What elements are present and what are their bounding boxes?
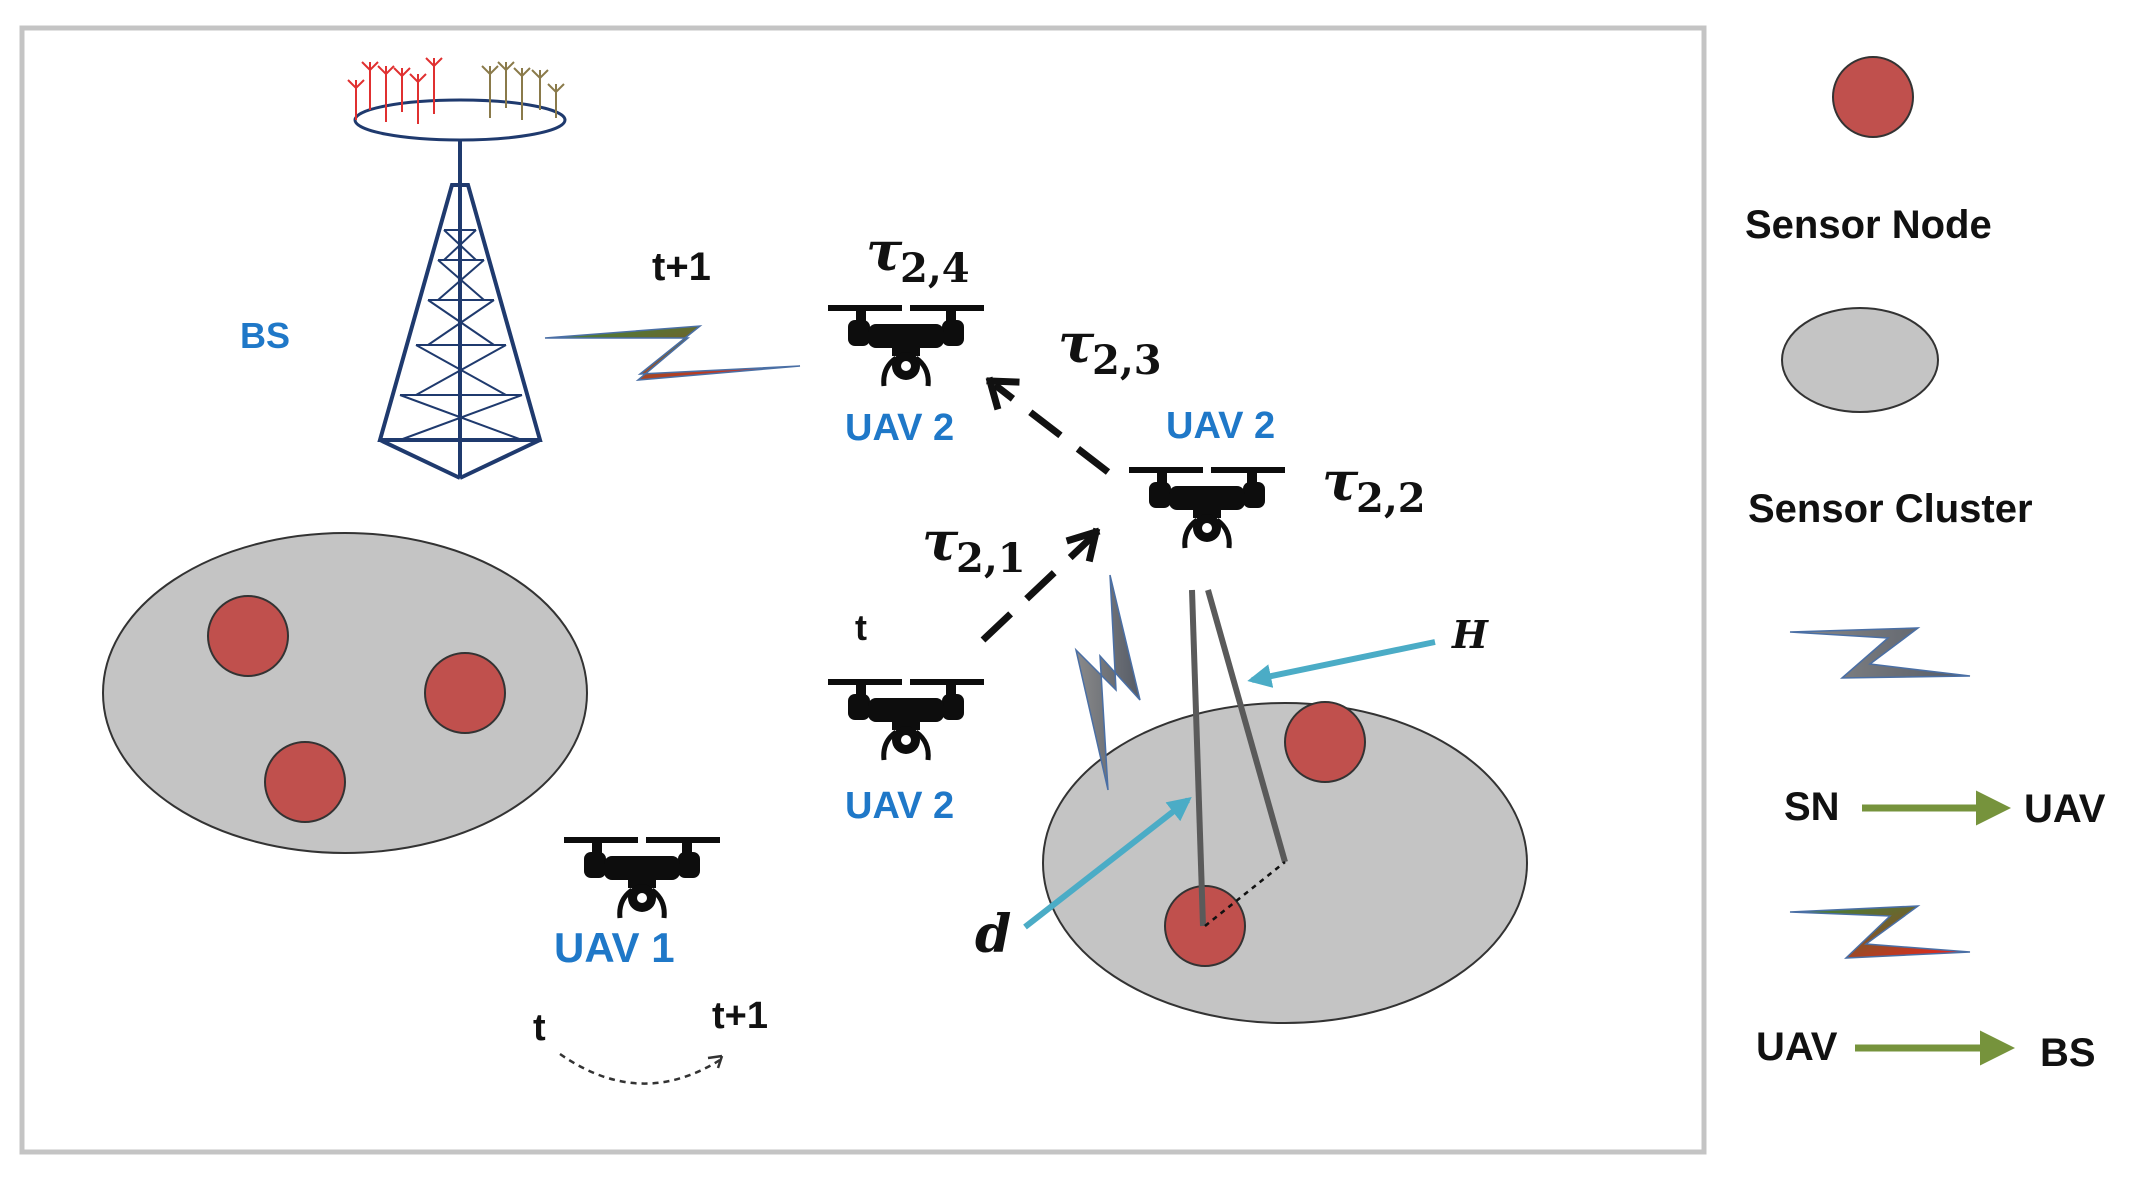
svg-text:τ: τ bbox=[922, 509, 959, 573]
uav2-t-label: UAV 2 bbox=[845, 785, 954, 827]
tau-22-label: τ 2,2 bbox=[1322, 449, 1426, 522]
legend-sensor-node-label: Sensor Node bbox=[1745, 203, 1992, 247]
sensor-node bbox=[264, 741, 346, 823]
svg-text:2,2: 2,2 bbox=[1356, 475, 1426, 522]
sensor-node bbox=[1284, 701, 1366, 783]
uav2-mid-label: UAV 2 bbox=[1166, 405, 1275, 447]
trajectory-arrow-1 bbox=[980, 533, 1096, 643]
legend: Sensor Node Sensor Cluster SN UAV UAV BS bbox=[1745, 56, 2106, 1075]
legend-sn-uav-bolt-icon bbox=[1789, 627, 1971, 679]
drone-icon bbox=[828, 680, 984, 760]
scene-frame bbox=[19, 25, 1707, 1155]
legend-bs-label: BS bbox=[2040, 1031, 2096, 1075]
legend-sensor-cluster-label: Sensor Cluster bbox=[1748, 487, 2033, 531]
svg-text:2,1: 2,1 bbox=[956, 535, 1026, 582]
legend-sensor-node-icon bbox=[1832, 56, 1914, 138]
drone-icon bbox=[564, 838, 720, 918]
timeline-arrowhead bbox=[707, 1054, 724, 1069]
height-line-left bbox=[1189, 589, 1206, 927]
uav-bs-link-bolt-icon bbox=[544, 325, 801, 381]
bs-label: BS bbox=[240, 315, 290, 356]
svg-text:τ: τ bbox=[866, 219, 903, 283]
sn-uav-link-bolt-icon bbox=[1074, 574, 1141, 791]
trajectory-arrowhead-1 bbox=[1065, 527, 1101, 563]
base-station-tower-icon bbox=[347, 57, 567, 480]
height-line-right bbox=[1205, 589, 1288, 863]
distance-label: d bbox=[975, 904, 1011, 965]
tau-23-label: τ 2,3 bbox=[1058, 311, 1162, 384]
sensor-cluster-left bbox=[102, 532, 588, 854]
distance-dotted-line bbox=[1204, 861, 1286, 927]
uav1-label: UAV 1 bbox=[554, 924, 675, 971]
svg-text:τ: τ bbox=[1322, 449, 1359, 513]
legend-sensor-cluster-icon bbox=[1781, 307, 1939, 413]
legend-uav-from-label: UAV bbox=[1756, 1025, 1838, 1069]
bs-link-time-label: t+1 bbox=[652, 245, 711, 289]
tau-21-label: τ 2,1 bbox=[922, 509, 1026, 582]
time-t-label: t bbox=[855, 607, 867, 648]
tau-24-label: τ 2,4 bbox=[866, 219, 970, 292]
sensor-node bbox=[207, 595, 289, 677]
legend-sn-label: SN bbox=[1784, 785, 1840, 829]
distance-pointer-arrow bbox=[1023, 797, 1192, 930]
svg-text:2,4: 2,4 bbox=[900, 245, 970, 292]
trajectory-arrowhead-2 bbox=[985, 376, 1020, 411]
timeline-end-label: t+1 bbox=[712, 995, 768, 1037]
trajectory-arrow-2 bbox=[992, 382, 1111, 475]
legend-uav-label: UAV bbox=[2024, 787, 2106, 831]
drone-icon bbox=[828, 306, 984, 386]
uav2-top-label: UAV 2 bbox=[845, 407, 954, 449]
sensor-node bbox=[424, 652, 506, 734]
height-pointer-arrow bbox=[1247, 639, 1436, 688]
drone-icon bbox=[1129, 468, 1285, 548]
svg-text:2,3: 2,3 bbox=[1092, 337, 1162, 384]
timeline-arrow bbox=[559, 1052, 721, 1085]
svg-text:τ: τ bbox=[1058, 311, 1095, 375]
timeline-start-label: t bbox=[533, 1007, 546, 1049]
height-label: H bbox=[1451, 612, 1489, 657]
legend-uav-bs-bolt-icon bbox=[1789, 905, 1971, 959]
